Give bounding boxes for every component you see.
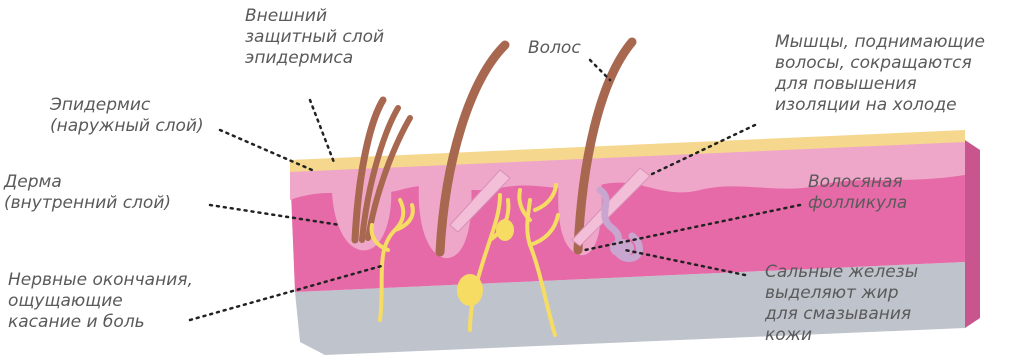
pointer-epidermis — [220, 130, 312, 170]
label-glands: Сальные железы выделяют жир для смазыван… — [765, 262, 918, 346]
label-outer-layer: Внешний защитный слой эпидермиса — [245, 6, 384, 69]
label-dermis: Дерма (внутренний слой) — [4, 172, 171, 214]
nerve-ending-bulb-1 — [457, 274, 483, 306]
pointer-hair — [590, 60, 610, 80]
label-hair: Волос — [528, 38, 581, 59]
label-follicle: Волосяная фолликула — [808, 172, 907, 214]
label-muscles: Мышцы, поднимающие волосы, сокращаются д… — [775, 32, 985, 116]
nerve-ending-bulb-2 — [496, 219, 514, 241]
pointer-outer-layer — [310, 100, 335, 165]
block-side-face — [965, 140, 980, 328]
label-nerves: Нервные окончания, ощущающие касание и б… — [8, 270, 193, 333]
label-epidermis: Эпидермис (наружный слой) — [50, 95, 204, 137]
